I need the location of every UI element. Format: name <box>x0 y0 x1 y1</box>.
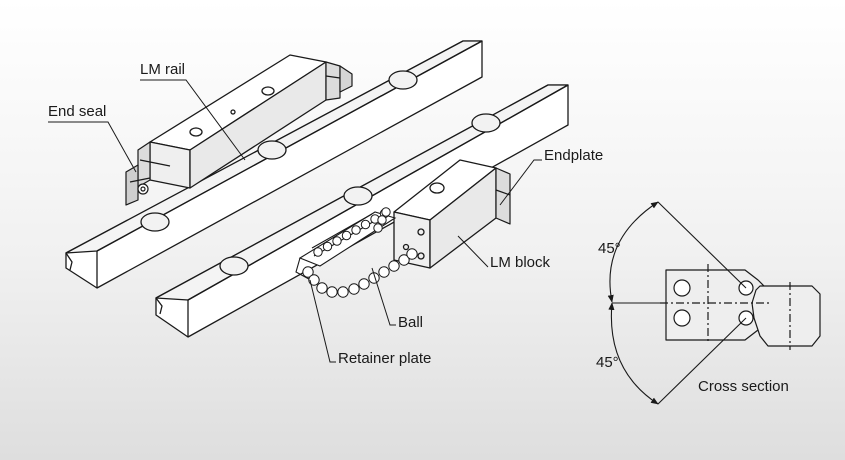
upper-endplate <box>137 61 341 188</box>
ball <box>358 278 370 290</box>
label-angle-top: 45° <box>598 240 621 257</box>
ball <box>388 260 400 272</box>
ball <box>326 286 338 298</box>
ball <box>302 266 314 278</box>
label-end-seal: End seal <box>48 103 107 120</box>
label-ball: Ball <box>398 314 424 331</box>
angle-arcs <box>607 201 747 405</box>
upper-lm-rail <box>65 40 483 289</box>
rail-bolt-hole <box>219 256 249 276</box>
ball <box>322 241 333 252</box>
cross-section <box>660 264 821 350</box>
ball-chain <box>302 207 418 298</box>
ball <box>313 247 323 257</box>
rail-bolt-hole <box>257 140 287 160</box>
ball <box>316 282 328 294</box>
ball <box>360 219 371 230</box>
rail-bolt-hole <box>343 186 373 206</box>
rail-bolt-hole <box>140 212 170 232</box>
label-lm-rail: LM rail <box>140 61 186 78</box>
ball <box>377 215 387 225</box>
leader-lines <box>48 79 542 363</box>
ball <box>337 286 349 298</box>
ball <box>398 254 410 266</box>
ball <box>378 266 390 278</box>
ball <box>373 223 383 233</box>
ball <box>348 283 360 295</box>
rail-bolt-hole <box>388 70 418 90</box>
label-retainer-plate: Retainer plate <box>338 350 432 367</box>
ball <box>351 225 361 235</box>
lower-lm-rail <box>155 84 569 338</box>
ball <box>308 274 320 286</box>
label-endplate: Endplate <box>544 147 604 164</box>
rail-bolt-hole <box>471 113 501 133</box>
ball <box>332 236 342 246</box>
ball <box>341 230 352 241</box>
label-cross-section: Cross section <box>698 378 789 395</box>
ball <box>406 248 418 260</box>
label-lm-block: LM block <box>490 254 551 271</box>
label-angle-bottom: 45° <box>596 354 619 371</box>
ball <box>381 207 391 217</box>
lower-endplate <box>495 167 511 225</box>
upper-end-seal <box>125 65 353 206</box>
